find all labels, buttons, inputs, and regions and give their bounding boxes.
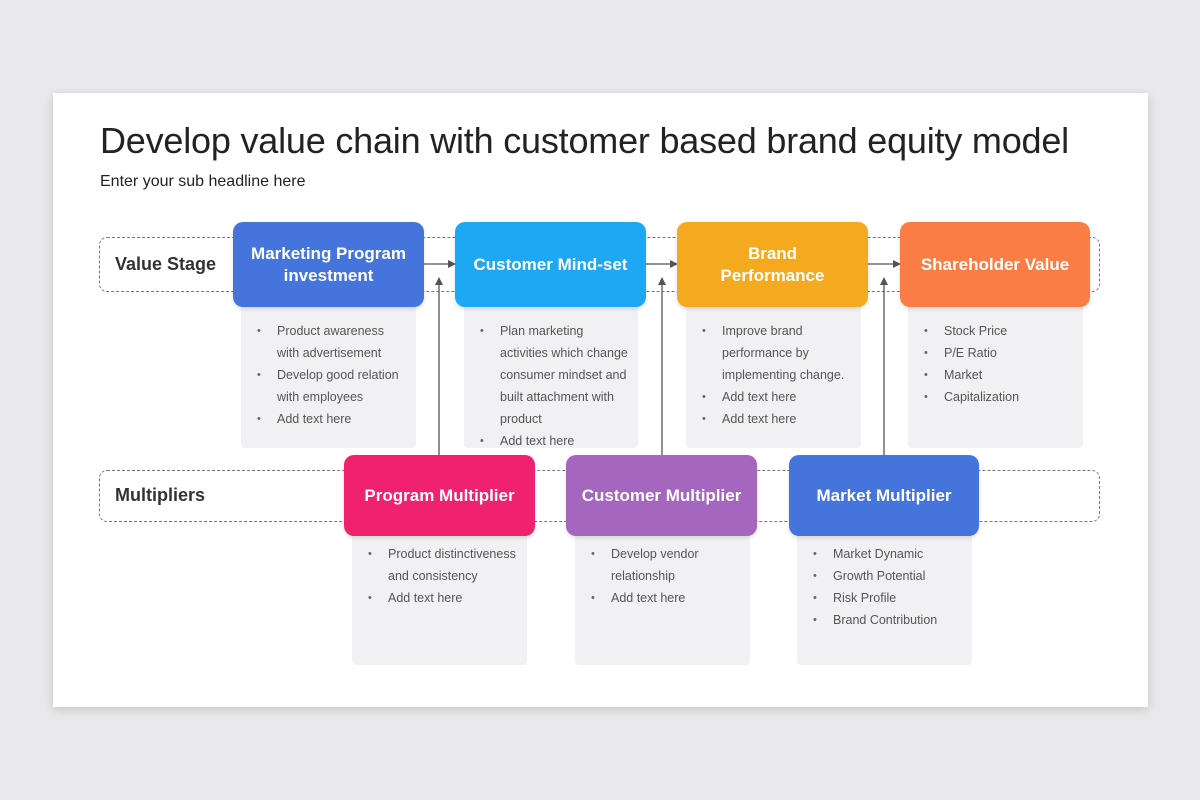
stage-3-card: Improve brand performance by implementin… xyxy=(686,290,861,448)
stage-4-item: P/E Ratio xyxy=(922,342,1073,364)
stage-box-brand-performance: Brand Performance xyxy=(677,222,868,307)
stage-1-item: Develop good relation with employees xyxy=(255,364,406,408)
multiplier-3-card: Market Dynamic Growth Potential Risk Pro… xyxy=(797,520,972,665)
multiplier-2-card: Develop vendor relationship Add text her… xyxy=(575,520,750,665)
multiplier-1-card: Product distinctiveness and consistency … xyxy=(352,520,527,665)
stage-2-item: Add text here xyxy=(478,430,628,452)
stage-1-item: Add text here xyxy=(255,408,406,430)
stage-2-card: Plan marketing activities which change c… xyxy=(464,290,638,452)
stage-1-item: Product awareness with advertisement xyxy=(255,320,406,364)
multiplier-box-customer: Customer Multiplier xyxy=(566,455,757,536)
stage-1-card: Product awareness with advertisement Dev… xyxy=(241,290,416,448)
stage-4-item: Market xyxy=(922,364,1073,386)
multiplier-3-item: Growth Potential xyxy=(811,565,962,587)
multiplier-3-item: Market Dynamic xyxy=(811,543,962,565)
multiplier-2-item: Add text here xyxy=(589,587,740,609)
multiplier-1-item: Product distinctiveness and consistency xyxy=(366,543,517,587)
slide-title: Develop value chain with customer based … xyxy=(100,120,1069,161)
stage-4-item: Stock Price xyxy=(922,320,1073,342)
multiplier-2-item: Develop vendor relationship xyxy=(589,543,740,587)
multiplier-box-program: Program Multiplier xyxy=(344,455,535,536)
stage-4-card: Stock Price P/E Ratio Market Capitalizat… xyxy=(908,290,1083,448)
stage-3-item: Add text here xyxy=(700,408,851,430)
multiplier-1-item: Add text here xyxy=(366,587,517,609)
stage-3-item: Add text here xyxy=(700,386,851,408)
stage-box-customer-mindset: Customer Mind-set xyxy=(455,222,646,307)
multiplier-3-item: Risk Profile xyxy=(811,587,962,609)
multiplier-box-market: Market Multiplier xyxy=(789,455,979,536)
stage-3-item: Improve brand performance by implementin… xyxy=(700,320,851,386)
multiplier-3-item: Brand Contribution xyxy=(811,609,962,631)
stage-box-marketing-program: Marketing Program investment xyxy=(233,222,424,307)
stage-box-shareholder-value: Shareholder Value xyxy=(900,222,1090,307)
stage-4-item: Capitalization xyxy=(922,386,1073,408)
multipliers-label: Multipliers xyxy=(115,485,206,505)
slide-subtitle: Enter your sub headline here xyxy=(100,173,306,190)
value-stage-label: Value Stage xyxy=(115,254,217,274)
stage-2-item: Plan marketing activities which change c… xyxy=(478,320,628,430)
